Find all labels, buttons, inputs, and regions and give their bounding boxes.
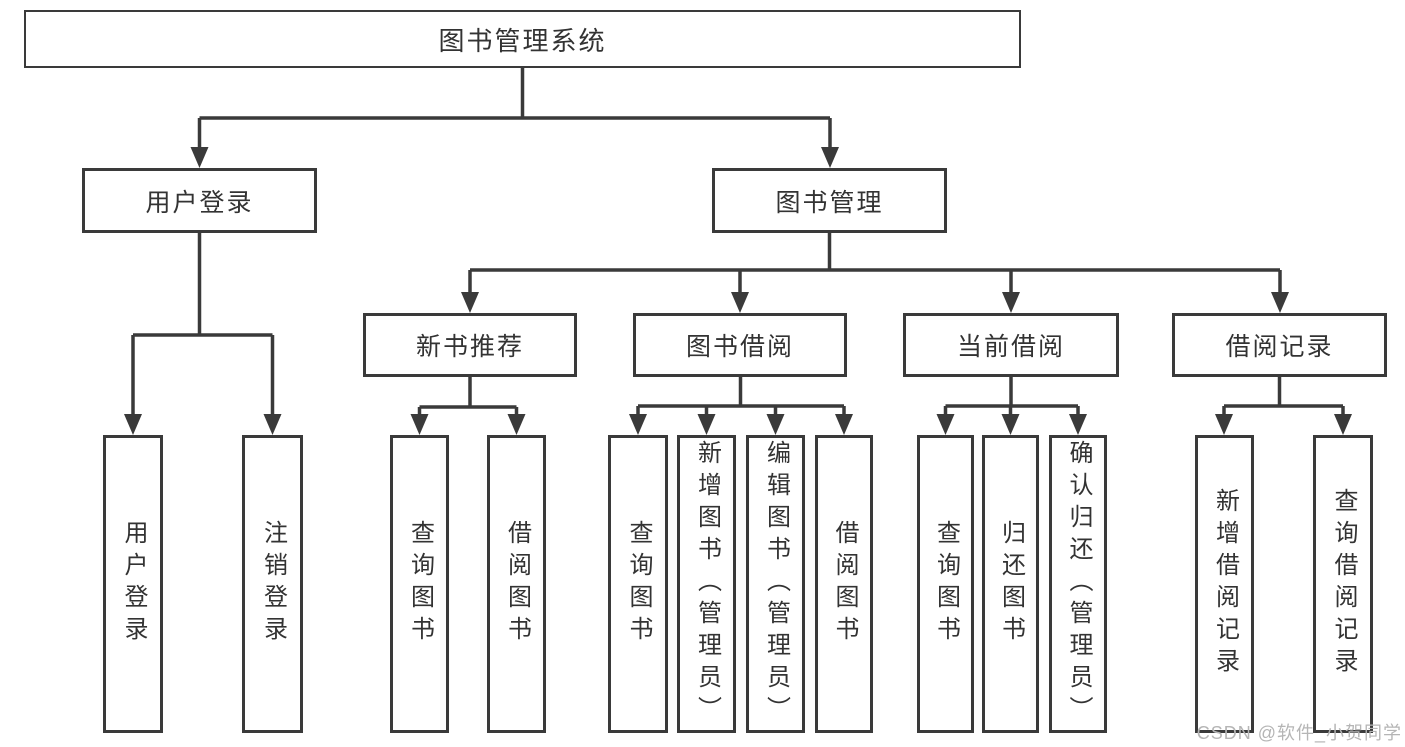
leaf-recommend-query-books: 查询图书 bbox=[390, 435, 449, 733]
leaf-add-books-admin: 新增图书（管理员） bbox=[677, 435, 736, 733]
node-user-login: 用户登录 bbox=[82, 168, 317, 233]
leaf-user-login: 用户登录 bbox=[103, 435, 163, 733]
root-box-library-system: 图书管理系统 bbox=[24, 10, 1021, 68]
leaf-edit-books-admin: 编辑图书（管理员） bbox=[746, 435, 805, 733]
leaf-current-query-books: 查询图书 bbox=[917, 435, 974, 733]
leaf-return-books: 归还图书 bbox=[982, 435, 1039, 733]
leaf-borrow-books: 借阅图书 bbox=[815, 435, 873, 733]
leaf-recommend-borrow-books: 借阅图书 bbox=[487, 435, 546, 733]
leaf-borrow-query-books: 查询图书 bbox=[608, 435, 668, 733]
node-current-borrow: 当前借阅 bbox=[903, 313, 1119, 377]
leaf-query-borrow-record: 查询借阅记录 bbox=[1313, 435, 1373, 733]
node-book-management: 图书管理 bbox=[712, 168, 947, 233]
leaf-confirm-return-admin: 确认归还（管理员） bbox=[1049, 435, 1107, 733]
leaf-add-borrow-record: 新增借阅记录 bbox=[1195, 435, 1254, 733]
leaf-logout: 注销登录 bbox=[242, 435, 303, 733]
node-book-borrow: 图书借阅 bbox=[633, 313, 847, 377]
node-borrow-records: 借阅记录 bbox=[1172, 313, 1387, 377]
csdn-watermark: CSDN @软件_小贺同学 bbox=[1196, 723, 1402, 743]
node-new-book-recommend: 新书推荐 bbox=[363, 313, 577, 377]
